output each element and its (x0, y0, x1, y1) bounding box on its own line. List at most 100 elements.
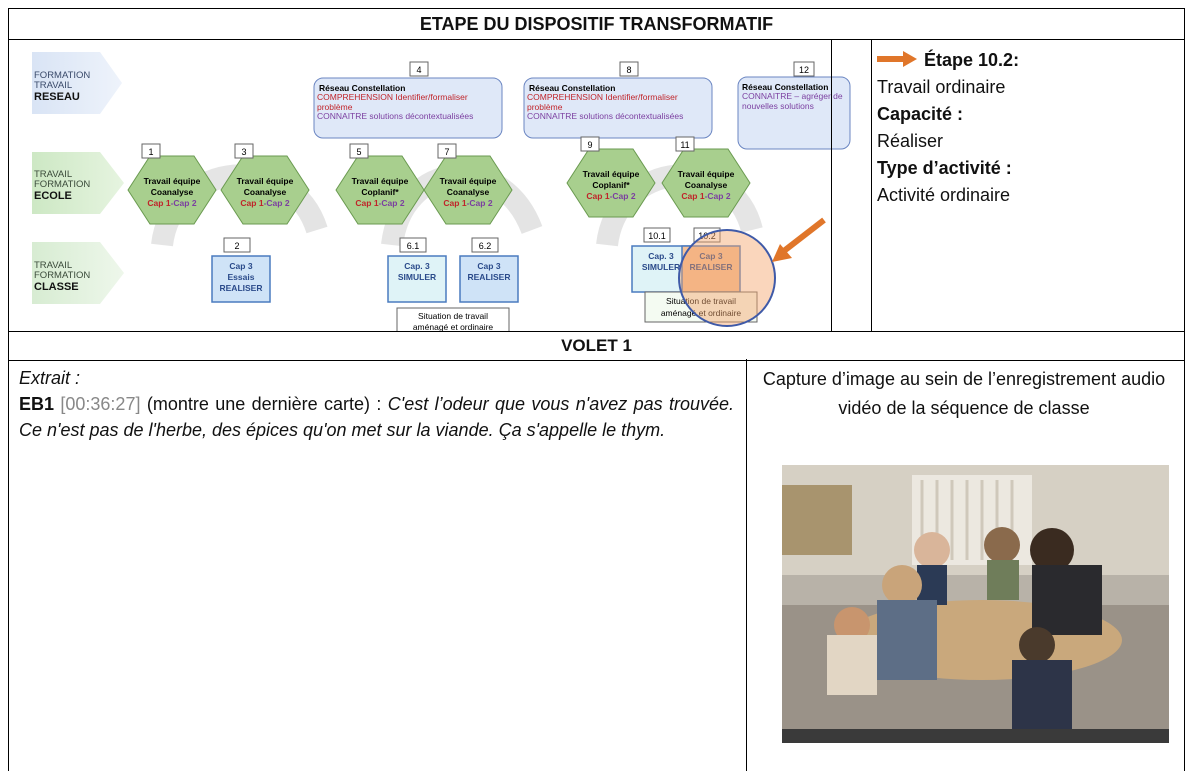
transformative-diagram: FORMATION TRAVAIL RESEAU TRAVAIL FORMATI… (32, 40, 854, 331)
pointer-arrow-icon (772, 217, 826, 262)
reseau-12-purple: CONNAITRE – agréger de nouvelles solutio… (742, 92, 843, 111)
svg-text:Situation de travail: Situation de travail (666, 296, 736, 306)
speaker: EB1 (19, 394, 55, 414)
svg-text:11: 11 (680, 140, 689, 150)
svg-text:aménagé et ordinaire: aménagé et ordinaire (413, 322, 494, 331)
svg-text:Travail équipe: Travail équipe (352, 176, 409, 186)
reseau-box-8: 8 Réseau Constellation COMPREHENSION Ide… (523, 61, 713, 139)
svg-text:Travail équipe: Travail équipe (583, 169, 640, 179)
capture-caption: Capture d’image au sein de l’enregistrem… (762, 369, 1166, 418)
situation-box-2: Situation de travail aménagé et ordinair… (644, 291, 758, 323)
svg-text:4: 4 (416, 65, 421, 75)
row-reseau-l1: FORMATION (34, 70, 90, 81)
svg-text:Coanalyse: Coanalyse (244, 187, 287, 197)
svg-text:Travail équipe: Travail équipe (144, 176, 201, 186)
arrow-right-icon (877, 51, 917, 67)
reseau-8-red: COMPREHENSION Identifier/formaliser prob… (527, 93, 678, 112)
svg-text:REALISER: REALISER (690, 262, 733, 272)
svg-text:12: 12 (799, 65, 809, 75)
action: (montre une dernière carte) : (146, 394, 382, 414)
row-classe-l2: FORMATION (34, 270, 90, 281)
row-ecole-l2: FORMATION (34, 179, 90, 190)
svg-text:SIMULER: SIMULER (642, 262, 680, 272)
highlight-circle (678, 229, 776, 327)
svg-text:Travail équipe: Travail équipe (440, 176, 497, 186)
svg-text:Cap 3: Cap 3 (229, 261, 252, 271)
main-table: ETAPE DU DISPOSITIF TRANSFORMATIF (8, 8, 1185, 771)
svg-text:Travail équipe: Travail équipe (237, 176, 294, 186)
reseau-box-4: 4 Réseau Constellation COMPREHENSION Ide… (313, 61, 503, 139)
svg-text:Coanalyse: Coanalyse (685, 180, 728, 190)
svg-text:Cap 1-Cap 2: Cap 1-Cap 2 (681, 191, 730, 201)
svg-text:Réseau Constellation: Réseau Constellation (742, 82, 828, 92)
svg-text:9: 9 (587, 140, 592, 150)
svg-text:10.2: 10.2 (698, 231, 716, 241)
svg-text:REALISER: REALISER (468, 272, 511, 282)
extract-text: EB1 [00:36:27] (montre une dernière cart… (19, 391, 734, 443)
volet-header: VOLET 1 (9, 331, 1184, 361)
svg-text:Travail équipe: Travail équipe (678, 169, 735, 179)
table-header: ETAPE DU DISPOSITIF TRANSFORMATIF (9, 9, 1184, 40)
svg-text:Coanalyse: Coanalyse (151, 187, 194, 197)
svg-text:Coanalyse: Coanalyse (447, 187, 490, 197)
svg-text:6.1: 6.1 (407, 241, 420, 251)
situation-box-1: Situation de travail aménagé et ordinair… (396, 307, 510, 331)
svg-text:Cap 1-Cap 2: Cap 1-Cap 2 (240, 198, 289, 208)
row-arrow-classe: TRAVAIL FORMATION CLASSE (32, 242, 124, 304)
row-ecole-l1: TRAVAIL (34, 169, 72, 180)
row-arrow-reseau: FORMATION TRAVAIL RESEAU (32, 52, 122, 114)
svg-text:Cap. 3: Cap. 3 (648, 251, 674, 261)
svg-text:Coplanif*: Coplanif* (592, 180, 630, 190)
capacity-value: Réaliser (877, 131, 944, 151)
svg-text:5: 5 (356, 147, 361, 157)
svg-text:Cap 3: Cap 3 (477, 261, 500, 271)
svg-text:REALISER: REALISER (220, 283, 263, 293)
svg-text:7: 7 (444, 147, 449, 157)
svg-text:3: 3 (241, 147, 246, 157)
svg-text:Cap 1-Cap 2: Cap 1-Cap 2 (586, 191, 635, 201)
svg-text:Essais: Essais (228, 272, 255, 282)
row-reseau-l2: TRAVAIL (34, 80, 72, 91)
svg-text:Cap 3: Cap 3 (699, 251, 722, 261)
svg-text:1: 1 (148, 147, 153, 157)
svg-text:Réseau Constellation: Réseau Constellation (529, 83, 615, 93)
svg-text:Cap 1-Cap 2: Cap 1-Cap 2 (147, 198, 196, 208)
reseau-4-red: COMPREHENSION Identifier/formaliser prob… (317, 93, 468, 112)
info-divider (871, 39, 872, 331)
svg-text:Coplanif*: Coplanif* (361, 187, 399, 197)
activity-type-value: Activité ordinaire (877, 185, 1011, 205)
svg-text:Situation de travail: Situation de travail (418, 311, 488, 321)
svg-text:8: 8 (626, 65, 631, 75)
row-ecole-l3: ECOLE (34, 190, 72, 202)
extract-section: Extrait : EB1 [00:36:27] (montre une der… (19, 365, 734, 443)
svg-text:Réseau Constellation: Réseau Constellation (319, 83, 405, 93)
bottom-divider (746, 359, 747, 771)
reseau-8-purple: CONNAITRE solutions décontextualisées (527, 111, 684, 121)
capacity-label: Capacité : (877, 104, 964, 124)
reseau-box-12: 12 Réseau Constellation CONNAITRE – agré… (737, 61, 851, 150)
svg-text:10.1: 10.1 (648, 231, 666, 241)
row-reseau-l3: RESEAU (34, 91, 80, 103)
step-title: Étape 10.2: (924, 50, 1020, 70)
svg-text:Cap 1-Cap 2: Cap 1-Cap 2 (443, 198, 492, 208)
extract-label: Extrait : (19, 368, 81, 388)
diagram-divider (831, 39, 832, 331)
activity-type-label: Type d’activité : (877, 158, 1012, 178)
svg-text:2: 2 (234, 241, 239, 251)
svg-text:SIMULER: SIMULER (398, 272, 436, 282)
step-info: Étape 10.2: Travail ordinaire Capacité :… (877, 47, 1177, 209)
row-classe-l3: CLASSE (34, 281, 79, 293)
svg-text:Cap. 3: Cap. 3 (404, 261, 430, 271)
quote: C'est l’odeur que vous n'avez pas trouvé… (19, 394, 734, 440)
timestamp: [00:36:27] (60, 394, 141, 414)
